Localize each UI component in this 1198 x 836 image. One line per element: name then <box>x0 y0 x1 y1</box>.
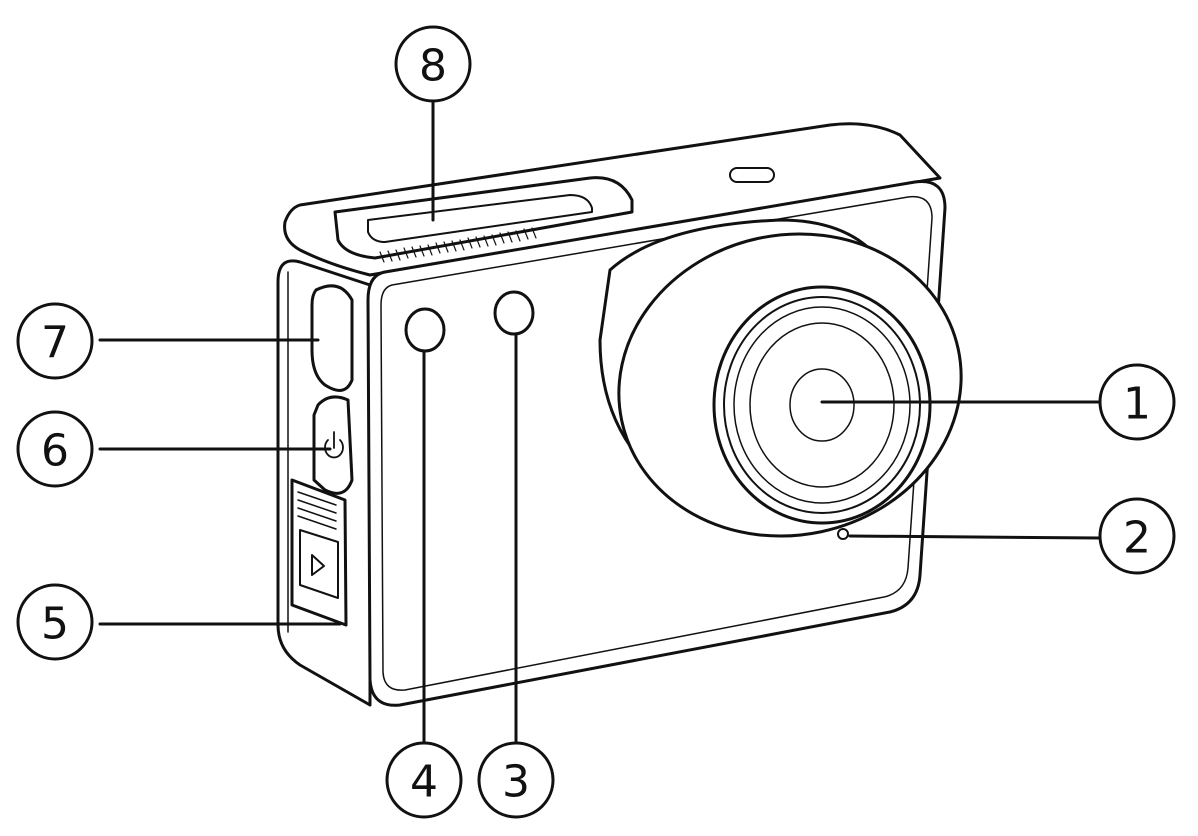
lens-ring-3 <box>723 296 921 514</box>
callout-4-label: 4 <box>410 757 438 808</box>
callout-3-label: 3 <box>502 757 530 808</box>
callout-6: 6 <box>16 410 94 488</box>
callout-8-label: 8 <box>419 41 447 92</box>
top-slot <box>729 167 775 183</box>
side-door-markings <box>297 491 337 530</box>
lens-ring-2 <box>712 285 932 525</box>
callout-5: 5 <box>16 583 94 661</box>
callout-7-label: 7 <box>41 318 69 369</box>
callout-4: 4 <box>385 741 463 819</box>
side-door-panel <box>299 529 339 599</box>
top-display-screen <box>367 194 593 243</box>
indicator-light-right <box>493 290 535 336</box>
callout-1: 1 <box>1098 363 1176 441</box>
side-door <box>290 478 348 627</box>
top-vent-grille <box>379 227 537 263</box>
callout-3: 3 <box>477 741 555 819</box>
side-button <box>310 284 354 392</box>
callout-6-label: 6 <box>41 426 69 477</box>
callout-8: 8 <box>394 25 472 103</box>
power-button <box>312 395 354 495</box>
callout-2-label: 2 <box>1123 513 1151 564</box>
play-icon <box>311 554 325 576</box>
leader-line-2 <box>848 534 1102 540</box>
callout-2: 2 <box>1098 497 1176 575</box>
lens-glass <box>789 368 855 442</box>
callout-1-label: 1 <box>1123 379 1151 430</box>
microphone-hole <box>837 528 849 540</box>
callout-5-label: 5 <box>41 599 69 650</box>
indicator-light-left <box>404 307 446 353</box>
power-icon <box>324 439 344 459</box>
callout-7: 7 <box>16 302 94 380</box>
lens-ring-5 <box>749 322 895 488</box>
lens-ring-4 <box>733 306 911 504</box>
body-front-bevel <box>380 195 933 691</box>
